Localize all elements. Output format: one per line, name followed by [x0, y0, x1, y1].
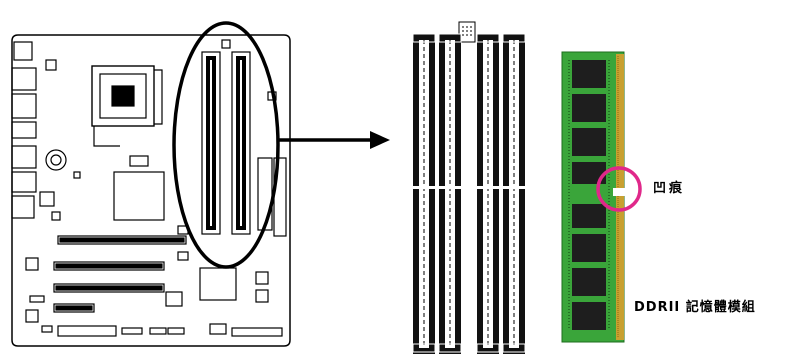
module-label: DDRII 記憶體模組: [634, 300, 756, 315]
board-dimm-slots: [201, 51, 251, 235]
dimm-slot-3: [476, 33, 500, 354]
ddr2-memory-module: [561, 51, 625, 343]
dimm-highlight-ellipse: [172, 21, 280, 269]
module-notch: [613, 188, 625, 196]
gold-contacts: [616, 54, 624, 340]
notch-label: 凹痕: [653, 181, 686, 196]
expansion-slot-2: [53, 261, 165, 271]
expansion-slot-3: [53, 283, 165, 293]
dimm-slot-1: [412, 33, 436, 354]
memory-chips: [572, 60, 606, 330]
expansion-slot-1: [57, 235, 187, 245]
enlarged-dimm-slots: [412, 21, 526, 354]
chipset: [113, 171, 165, 221]
notch-highlight-circle: [596, 166, 642, 212]
pointer-arrow: [278, 131, 390, 149]
dimm-slot-2: [438, 33, 462, 354]
cpu-socket: [91, 65, 163, 147]
motherboard: [11, 34, 291, 347]
dimm-slot-4: [502, 33, 526, 354]
